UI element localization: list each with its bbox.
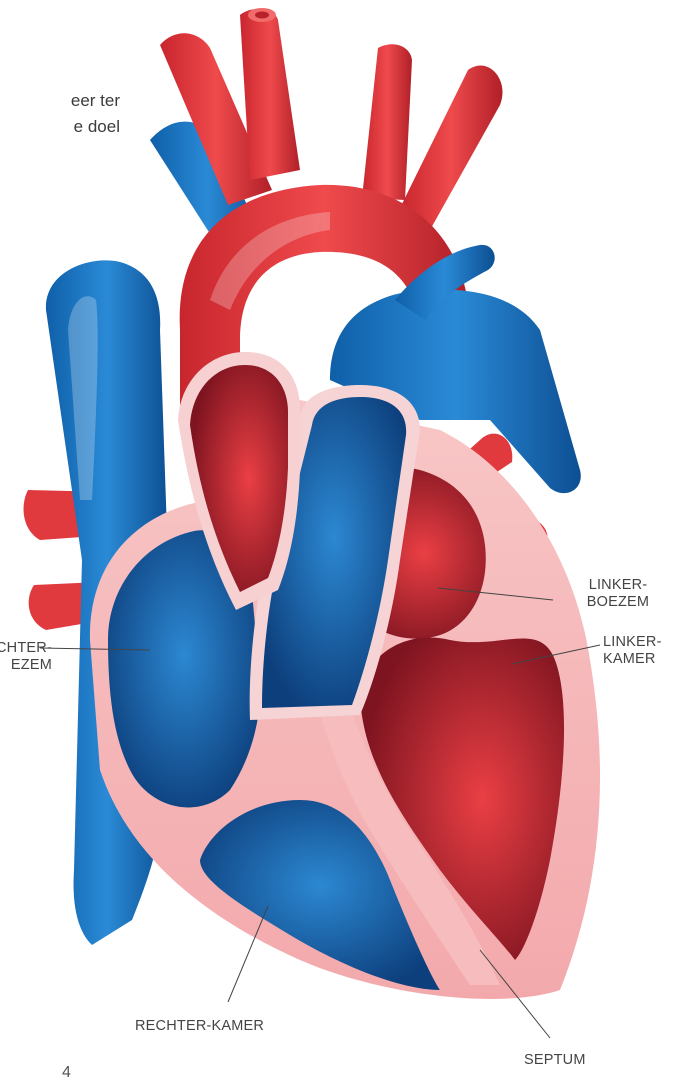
label-left-atrium: LINKER- BOEZEM — [568, 577, 668, 611]
label-right-atrium-line2: EZEM — [0, 657, 52, 674]
label-left-atrium-line1: LINKER- — [568, 577, 668, 594]
label-right-ventricle: RECHTER-KAMER — [135, 1018, 264, 1035]
label-left-atrium-line2: BOEZEM — [568, 594, 668, 611]
label-left-ventricle-line1: LINKER- — [603, 634, 680, 651]
page-number: 4 — [62, 1064, 71, 1082]
label-right-atrium-line1: CHTER- — [0, 640, 52, 657]
label-septum: SEPTUM — [524, 1052, 586, 1069]
label-right-atrium: CHTER- EZEM — [0, 640, 52, 674]
label-left-ventricle-line2: KAMER — [603, 651, 680, 668]
label-left-ventricle: LINKER- KAMER — [603, 634, 680, 668]
